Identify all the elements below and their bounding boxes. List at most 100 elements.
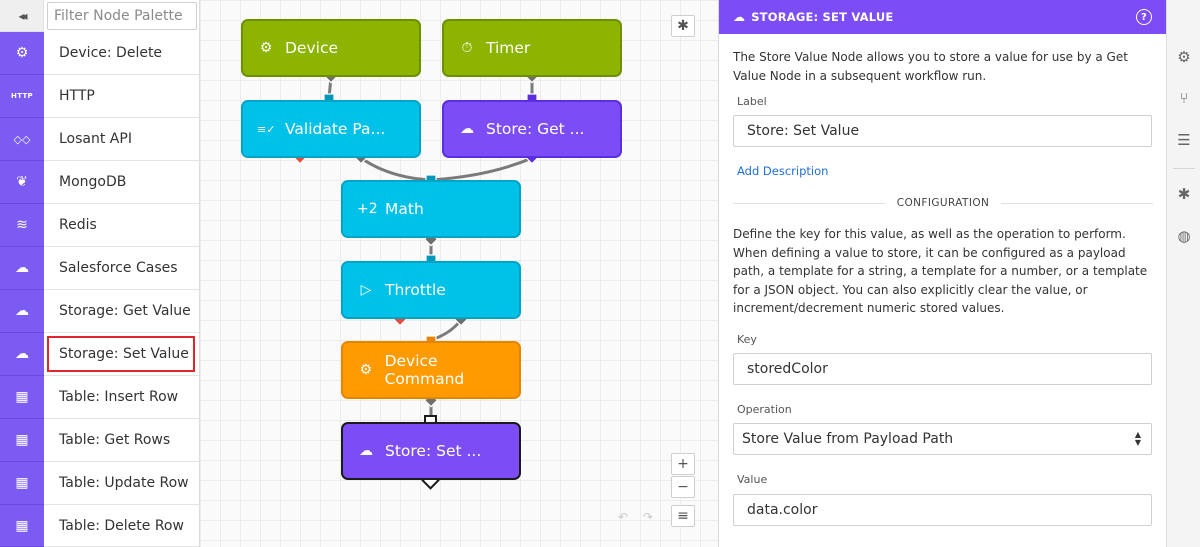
palette-item-losant-api[interactable]: ◇◇ Losant API bbox=[0, 118, 199, 161]
palette-item-storage-get-value[interactable]: ☁ Storage: Get Value bbox=[0, 290, 199, 333]
filter-node-palette-input[interactable] bbox=[47, 2, 197, 30]
palette-item-label: Device: Delete bbox=[59, 45, 163, 61]
redo-icon[interactable]: ↷ bbox=[643, 510, 654, 524]
cloud-download-icon: ☁ bbox=[0, 290, 44, 333]
salesforce-cloud-icon: ☁ bbox=[0, 247, 44, 290]
node-label: Validate Pa... bbox=[285, 120, 386, 138]
palette-item-label: Redis bbox=[59, 217, 97, 233]
palette-item-label: Table: Update Row bbox=[59, 475, 189, 491]
cloud-download-icon: ☁ bbox=[460, 121, 474, 137]
node-validate-payload[interactable]: ≡✓ Validate Pa... bbox=[241, 100, 421, 158]
palette-item-label: Losant API bbox=[59, 131, 132, 147]
palette-item-device-delete[interactable]: ⚙ Device: Delete bbox=[0, 32, 199, 75]
http-icon: HTTP bbox=[0, 75, 44, 118]
debug-bug-icon[interactable]: ✱ bbox=[1177, 185, 1191, 203]
operation-caption: Operation bbox=[737, 403, 792, 416]
chip-icon: ⚙ bbox=[0, 32, 44, 75]
icon-bar-divider bbox=[1173, 168, 1195, 169]
cloud-upload-icon: ☁ bbox=[359, 443, 373, 459]
workflow-canvas[interactable]: ⚙ Device ⏱ Timer ≡✓ Validate Pa... ☁ Sto… bbox=[200, 0, 718, 547]
operation-select[interactable]: Store Value from Payload Path ▲▼ bbox=[733, 423, 1152, 455]
table-delete-icon: ▦ bbox=[0, 505, 44, 547]
chip-icon: ⚙ bbox=[359, 362, 373, 378]
palette-item-label: HTTP bbox=[59, 88, 95, 104]
palette-item-label: Storage: Get Value bbox=[59, 303, 191, 319]
configuration-heading: CONFIGURATION bbox=[896, 197, 990, 209]
palette-item-table-insert-row[interactable]: ▦ Table: Insert Row bbox=[0, 376, 199, 419]
operation-selected-value: Store Value from Payload Path bbox=[742, 431, 954, 447]
node-store-get[interactable]: ☁ Store: Get ... bbox=[442, 100, 622, 158]
node-throttle[interactable]: ▷ Throttle bbox=[341, 261, 521, 319]
losant-api-icon: ◇◇ bbox=[0, 118, 44, 161]
node-description: The Store Value Node allows you to store… bbox=[733, 50, 1128, 83]
storage-database-icon[interactable]: ☰ bbox=[1177, 131, 1191, 149]
palette-item-table-delete-row[interactable]: ▦ Table: Delete Row bbox=[0, 505, 199, 547]
undo-icon[interactable]: ↶ bbox=[618, 510, 629, 524]
value-input[interactable]: data.color bbox=[733, 494, 1152, 526]
palette-item-label: Salesforce Cases bbox=[59, 260, 178, 276]
configuration-help-text: Define the key for this value, as well a… bbox=[733, 227, 1148, 315]
collapse-palette-button[interactable]: ◂◂ bbox=[0, 0, 44, 32]
palette-item-mongodb[interactable]: ❦ MongoDB bbox=[0, 161, 199, 204]
palette-item-table-update-row[interactable]: ▦ Table: Update Row bbox=[0, 462, 199, 505]
node-label: Throttle bbox=[385, 281, 446, 299]
palette-item-label: MongoDB bbox=[59, 174, 127, 190]
settings-gear-icon[interactable]: ⚙ bbox=[1177, 48, 1191, 66]
mongodb-leaf-icon: ❦ bbox=[0, 161, 44, 204]
node-timer[interactable]: ⏱ Timer bbox=[442, 19, 622, 77]
label-caption: Label bbox=[737, 95, 767, 108]
list-check-icon: ≡✓ bbox=[257, 122, 276, 136]
palette-item-label: Table: Insert Row bbox=[59, 389, 179, 405]
stopwatch-icon: ⏱ bbox=[461, 40, 473, 56]
node-label: Store: Set ... bbox=[385, 442, 482, 460]
node-config-panel: ☁ STORAGE: SET VALUE ? The Store Value N… bbox=[718, 0, 1166, 547]
palette-item-label: Table: Get Rows bbox=[59, 432, 171, 448]
palette-item-label: Storage: Set Value bbox=[46, 335, 196, 373]
plus-icon: + bbox=[677, 456, 689, 472]
hamburger-icon: ≡ bbox=[677, 508, 689, 524]
play-circle-icon: ▷ bbox=[360, 282, 372, 298]
redis-stack-icon: ≋ bbox=[0, 204, 44, 247]
key-input[interactable]: storedColor bbox=[733, 353, 1152, 385]
node-label: Device bbox=[285, 39, 339, 57]
palette-item-salesforce-cases[interactable]: ☁ Salesforce Cases bbox=[0, 247, 199, 290]
minus-icon: − bbox=[677, 479, 689, 495]
canvas-menu-button[interactable]: ≡ bbox=[671, 505, 695, 527]
bug-icon: ✱ bbox=[677, 18, 689, 34]
cloud-upload-icon: ☁ bbox=[0, 333, 44, 376]
zoom-out-button[interactable]: − bbox=[671, 476, 695, 498]
table-update-icon: ▦ bbox=[0, 462, 44, 505]
version-branch-icon[interactable]: ⑂ bbox=[1179, 89, 1189, 107]
configuration-divider: CONFIGURATION bbox=[733, 197, 1154, 209]
node-label: Store: Get ... bbox=[486, 120, 585, 138]
palette-item-storage-set-value[interactable]: ☁ Storage: Set Value bbox=[0, 333, 199, 376]
palette-item-redis[interactable]: ≋ Redis bbox=[0, 204, 199, 247]
palette-item-table-get-rows[interactable]: ▦ Table: Get Rows bbox=[0, 419, 199, 462]
node-label: Timer bbox=[486, 39, 531, 57]
node-device-command[interactable]: ⚙ Device Command bbox=[341, 341, 521, 399]
globe-icon[interactable]: ◍ bbox=[1177, 227, 1191, 245]
cloud-upload-icon: ☁ bbox=[733, 10, 746, 24]
panel-header: ☁ STORAGE: SET VALUE ? bbox=[719, 0, 1166, 34]
node-store-set[interactable]: ☁ Store: Set ... bbox=[341, 422, 521, 480]
table-get-icon: ▦ bbox=[0, 419, 44, 462]
node-device[interactable]: ⚙ Device bbox=[241, 19, 421, 77]
chip-icon: ⚙ bbox=[259, 40, 273, 56]
zoom-in-button[interactable]: + bbox=[671, 453, 695, 475]
palette-item-http[interactable]: HTTP HTTP bbox=[0, 75, 199, 118]
help-icon[interactable]: ? bbox=[1136, 9, 1152, 25]
table-insert-icon: ▦ bbox=[0, 376, 44, 419]
wire-validate-math bbox=[360, 156, 432, 182]
node-math[interactable]: +2 Math bbox=[341, 180, 521, 238]
value-caption: Value bbox=[737, 473, 768, 486]
wire-store-get-math bbox=[430, 156, 533, 182]
debug-bug-button[interactable]: ✱ bbox=[671, 15, 695, 37]
add-description-link[interactable]: Add Description bbox=[737, 164, 829, 178]
node-label: Math bbox=[385, 200, 424, 218]
right-icon-bar: ⚙ ⑂ ☰ ✱ ◍ bbox=[1166, 0, 1200, 547]
node-label: Device Command bbox=[384, 352, 465, 388]
label-input[interactable]: Store: Set Value bbox=[733, 115, 1152, 147]
node-palette: ◂◂ ⚙ Device: Delete HTTP HTTP ◇◇ Losant … bbox=[0, 0, 200, 547]
select-arrows-icon: ▲▼ bbox=[1134, 430, 1141, 447]
palette-item-label: Table: Delete Row bbox=[59, 517, 184, 534]
